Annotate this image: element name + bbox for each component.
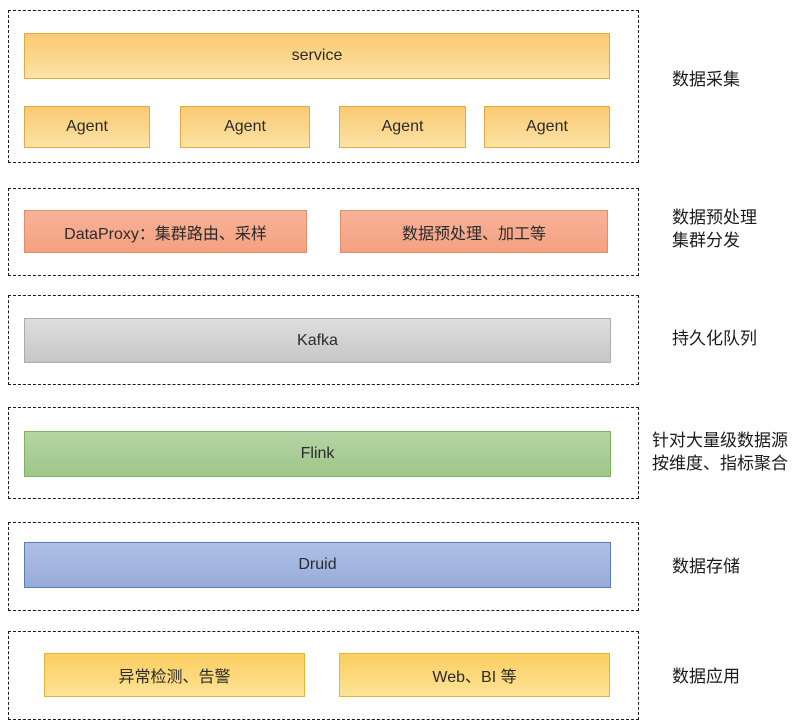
web-bi-box: Web、BI 等 bbox=[339, 653, 610, 697]
anomaly-alert-box: 异常检测、告警 bbox=[44, 653, 305, 697]
side-label-aggregate: 针对大量级数据源 按维度、指标聚合 bbox=[652, 429, 788, 475]
flink-bar: Flink bbox=[24, 431, 611, 477]
side-label-preprocess-line2: 集群分发 bbox=[672, 231, 740, 250]
side-label-preprocess-line1: 数据预处理 bbox=[672, 208, 757, 227]
agent-box: Agent bbox=[24, 106, 150, 148]
agent-box: Agent bbox=[484, 106, 610, 148]
layer-frame-application bbox=[8, 631, 639, 720]
layer-frame-collection bbox=[8, 10, 639, 163]
side-label-aggregate-line2: 按维度、指标聚合 bbox=[652, 454, 788, 473]
service-bar: service bbox=[24, 33, 610, 79]
preprocess-box: 数据预处理、加工等 bbox=[340, 210, 608, 253]
agent-box: Agent bbox=[339, 106, 466, 148]
side-label-application: 数据应用 bbox=[672, 667, 740, 686]
side-label-queue: 持久化队列 bbox=[672, 329, 757, 348]
layer-frame-queue bbox=[8, 295, 639, 385]
agent-box: Agent bbox=[180, 106, 310, 148]
layer-frame-preprocess bbox=[8, 188, 639, 276]
dataproxy-box: DataProxy：集群路由、采样 bbox=[24, 210, 307, 253]
side-label-preprocess: 数据预处理 集群分发 bbox=[672, 206, 757, 252]
kafka-bar: Kafka bbox=[24, 318, 611, 363]
side-label-collection: 数据采集 bbox=[672, 70, 740, 89]
druid-bar: Druid bbox=[24, 542, 611, 588]
side-label-storage: 数据存储 bbox=[672, 557, 740, 576]
layer-frame-storage bbox=[8, 522, 639, 611]
layer-frame-aggregate bbox=[8, 407, 639, 499]
side-label-aggregate-line1: 针对大量级数据源 bbox=[652, 431, 788, 450]
